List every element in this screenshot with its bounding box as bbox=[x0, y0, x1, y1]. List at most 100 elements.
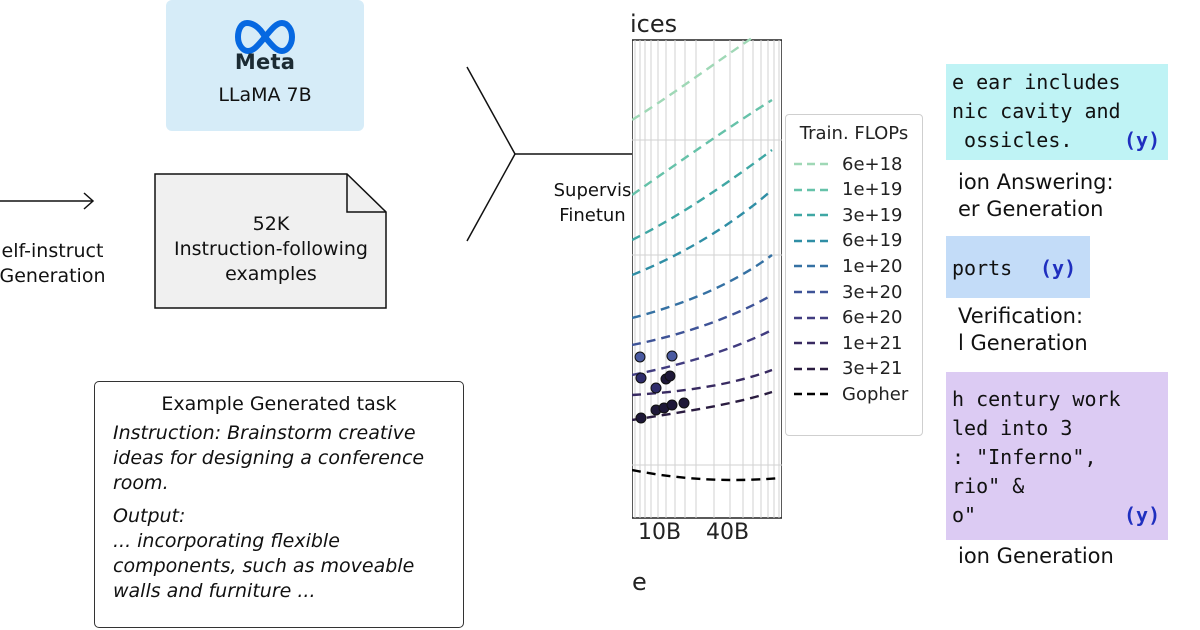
qa-text-line: ossicles. bbox=[952, 128, 1073, 152]
legend-entry-label: 3e+19 bbox=[842, 204, 903, 226]
task-caption: ion Answering: bbox=[958, 170, 1114, 194]
chart-plot-area bbox=[632, 0, 782, 630]
legend-title: Train. FLOPs bbox=[799, 123, 909, 144]
legend-entry: 6e+18 bbox=[794, 151, 903, 177]
legend-entry: 3e+21 bbox=[794, 356, 903, 382]
task-caption: Verification: bbox=[958, 304, 1084, 328]
legend-swatch-icon bbox=[794, 290, 832, 294]
compute-optimal-point bbox=[664, 370, 676, 382]
qa-text-line: nic cavity and bbox=[952, 99, 1121, 123]
legend-entry: 6e+20 bbox=[794, 305, 903, 331]
compute-optimal-point bbox=[635, 372, 647, 384]
qgen-text-line: o" bbox=[952, 503, 977, 527]
legend-swatch-icon bbox=[794, 188, 832, 191]
chart-x-ticks: 10B 40B bbox=[0, 0, 749, 545]
qgen-text-line: h century work bbox=[952, 387, 1121, 411]
legend-swatch-icon bbox=[794, 239, 832, 242]
compute-optimal-point bbox=[635, 412, 647, 424]
legend-entry: Gopher bbox=[794, 381, 908, 407]
merge-line-bottom bbox=[466, 153, 516, 242]
sft-line1: Supervis bbox=[553, 180, 632, 201]
legend-entry-label: 3e+21 bbox=[842, 358, 903, 380]
compute-optimal-point bbox=[666, 399, 678, 411]
dataset-label: 52K Instruction-following examples bbox=[156, 212, 386, 287]
llama-model-box: Meta LLaMA 7B bbox=[166, 0, 364, 131]
sft-line2: Finetun bbox=[559, 205, 626, 226]
document-fold-corner bbox=[346, 174, 386, 213]
series-line-1e-20 bbox=[632, 254, 773, 320]
example-task-instruction: Instruction: Brainstorm creative ideas f… bbox=[113, 422, 425, 494]
compute-optimal-point bbox=[650, 382, 662, 394]
legend-swatch-icon bbox=[794, 367, 832, 370]
legend-entry-label: 1e+20 bbox=[842, 255, 903, 277]
qa-example-block: e ear includes nic cavity and ossicles. … bbox=[946, 64, 1168, 160]
chart-title: ices bbox=[630, 10, 678, 38]
meta-brand-label: Meta bbox=[234, 50, 296, 74]
fact-verification-block: ports (y) bbox=[946, 236, 1090, 298]
model-name-label: LLaMA 7B bbox=[218, 84, 312, 106]
series-line-1e-19 bbox=[632, 98, 773, 196]
legend-entry-label: 1e+21 bbox=[842, 332, 903, 354]
dataset-desc-1: Instruction-following bbox=[174, 238, 368, 260]
self-instruct-label: elf-instruct Generation bbox=[0, 239, 115, 289]
compute-optimal-point bbox=[666, 350, 678, 362]
dataset-desc-2: examples bbox=[225, 263, 317, 285]
x-tick-label: 10B bbox=[638, 520, 682, 545]
answer-tag: (y) bbox=[1124, 128, 1161, 152]
legend-swatch-icon bbox=[794, 213, 832, 217]
meta-logo-icon bbox=[235, 20, 295, 54]
self-instruct-line2: Generation bbox=[0, 265, 106, 287]
task-caption: er Generation bbox=[958, 197, 1104, 221]
legend-entry-label: 6e+19 bbox=[842, 230, 903, 252]
example-task-title: Example Generated task bbox=[161, 393, 397, 415]
legend-swatch-icon bbox=[794, 162, 832, 166]
legend-swatch-icon bbox=[794, 341, 832, 345]
legend-swatch-icon bbox=[794, 265, 832, 268]
legend-entry: 1e+20 bbox=[794, 253, 903, 279]
legend-entry: 6e+19 bbox=[794, 228, 903, 254]
legend-entry: 1e+21 bbox=[794, 330, 903, 356]
legend-entry-label: 6e+20 bbox=[842, 307, 903, 329]
merge-line-top bbox=[466, 66, 516, 155]
qgen-text-line: : "Inferno", bbox=[952, 445, 1097, 469]
legend-entry-label: Gopher bbox=[842, 383, 909, 405]
qgen-text-line: rio" & bbox=[952, 474, 1025, 498]
fact-text-line: ports bbox=[952, 256, 1013, 280]
qa-text-line: e ear includes bbox=[952, 70, 1121, 94]
chart-x-axis-label: e bbox=[632, 568, 647, 596]
legend-entry-label: 3e+20 bbox=[842, 281, 903, 303]
plot-frame bbox=[632, 39, 782, 519]
legend-entry: 3e+19 bbox=[794, 202, 903, 228]
legend-entry-label: 1e+19 bbox=[842, 179, 903, 201]
series-line-1e-21 bbox=[632, 368, 773, 397]
dataset-document-shape bbox=[154, 173, 387, 309]
x-tick-label: 40B bbox=[706, 520, 750, 545]
example-task-box: Example Generated task Instruction: Brai… bbox=[94, 381, 464, 628]
arrow-head-icon bbox=[83, 192, 95, 210]
series-line-6e-18 bbox=[632, 37, 753, 122]
diagram-connectors bbox=[0, 66, 635, 309]
qgen-text-line: led into 3 bbox=[952, 416, 1073, 440]
legend-entry: 3e+20 bbox=[794, 279, 903, 305]
series-line-3e-20 bbox=[632, 293, 773, 347]
series-line-3e-19 bbox=[632, 149, 773, 242]
task-caption: l Generation bbox=[958, 331, 1088, 355]
self-instruct-line1: elf-instruct bbox=[1, 240, 104, 262]
question-generation-block: h century work led into 3 : "Inferno", r… bbox=[946, 372, 1168, 540]
legend-swatch-icon bbox=[794, 393, 832, 396]
series-line-6e-20 bbox=[632, 328, 773, 377]
answer-tag: (y) bbox=[1040, 256, 1077, 280]
example-task-output-text: ... incorporating flexible components, s… bbox=[113, 530, 415, 602]
compute-optimal-point bbox=[634, 351, 646, 363]
dataset-count: 52K bbox=[252, 213, 290, 235]
legend-swatch-icon bbox=[794, 316, 832, 319]
series-line-6e-19 bbox=[632, 189, 773, 277]
series-line-gopher bbox=[632, 468, 781, 482]
chart-legend: Train. FLOPs 6e+18 1e+19 3e+19 6e+19 1e+20 3e… bbox=[785, 114, 923, 436]
legend-entry-label: 6e+18 bbox=[842, 153, 903, 175]
task-caption: ion Generation bbox=[958, 544, 1114, 568]
legend-entry: 1e+19 bbox=[794, 177, 903, 203]
compute-optimal-point bbox=[678, 397, 690, 409]
example-task-output-label: Output: bbox=[113, 505, 186, 527]
series-line-3e-21 bbox=[632, 390, 773, 422]
